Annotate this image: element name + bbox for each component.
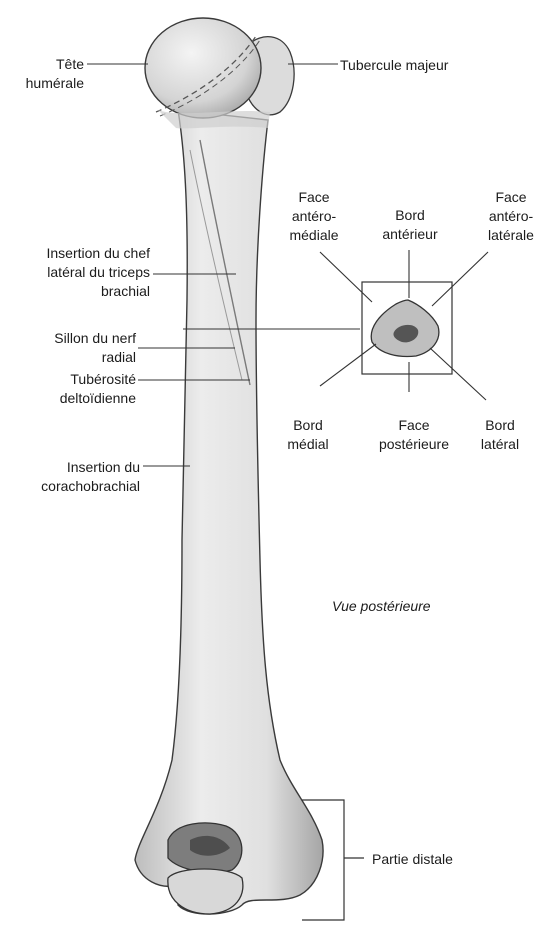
label-bord-anterieur: Bord antérieur bbox=[374, 206, 446, 244]
humeral-head bbox=[145, 18, 261, 118]
label-insertion-coracobrachial: Insertion du corachobrachial bbox=[6, 458, 140, 496]
label-face-antero-mediale: Face antéro- médiale bbox=[276, 188, 352, 245]
label-face-posterieure: Face postérieure bbox=[372, 416, 456, 454]
label-partie-distale: Partie distale bbox=[372, 850, 492, 869]
label-tuberosite-deltoidienne: Tubérosité deltoïdienne bbox=[10, 370, 136, 408]
label-sillon-nerf-radial: Sillon du nerf radial bbox=[10, 329, 136, 367]
label-insertion-chef-lateral: Insertion du chef latéral du triceps bra… bbox=[8, 244, 150, 301]
label-face-antero-laterale: Face antéro- latérale bbox=[475, 188, 547, 245]
trochlea bbox=[168, 869, 243, 914]
label-tubercule-majeur: Tubercule majeur bbox=[340, 56, 490, 75]
label-vue-posterieure: Vue postérieure bbox=[332, 597, 482, 616]
label-bord-medial: Bord médial bbox=[276, 416, 340, 454]
neck-shadow bbox=[158, 110, 270, 128]
label-bord-lateral: Bord latéral bbox=[470, 416, 530, 454]
label-tete-humerale: Tête humérale bbox=[10, 55, 84, 93]
